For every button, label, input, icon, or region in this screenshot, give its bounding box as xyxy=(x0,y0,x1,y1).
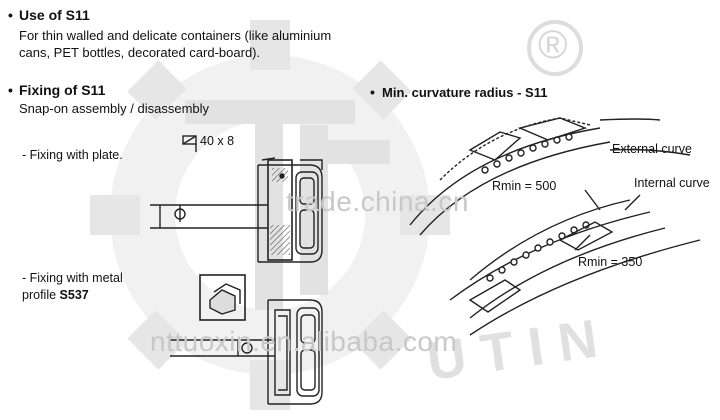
registered-mark: ® xyxy=(538,23,568,67)
use-bullet: • xyxy=(8,7,13,23)
metal-profile-code: S537 xyxy=(59,288,89,302)
fixing-title: Fixing of S11 xyxy=(19,82,106,98)
watermark-bottom: nttuoxin.en.alibaba.com xyxy=(150,326,458,357)
use-line-1: For thin walled and delicate containers … xyxy=(19,28,332,43)
plate-label: - Fixing with plate. xyxy=(22,148,123,162)
plate-fixing-drawing xyxy=(150,135,323,263)
metal-label-prefix: profile xyxy=(22,288,60,302)
metal-label-line1: - Fixing with metal xyxy=(22,271,123,285)
rmin-external-label: Rmin = 500 xyxy=(492,179,557,193)
use-title: Use of S11 xyxy=(19,7,90,23)
curvature-bullet: • xyxy=(370,84,375,100)
fixing-subtitle: Snap-on assembly / disassembly xyxy=(19,101,210,116)
internal-curve-label: Internal curve xyxy=(634,176,710,190)
watermark-top: trade.china.cn xyxy=(286,186,469,217)
metal-label-line2: profile S537 xyxy=(22,287,89,303)
dimension-label: 40 x 8 xyxy=(200,134,235,148)
curvature-drawing xyxy=(409,117,701,336)
fixing-bullet: • xyxy=(8,82,13,98)
use-line-2: cans, PET bottles, decorated card-board)… xyxy=(19,45,261,60)
metal-profile-drawing xyxy=(170,274,323,405)
rmin-internal-label: Rmin = 350 xyxy=(578,255,643,269)
curvature-title: Min. curvature radius - S11 xyxy=(382,85,548,100)
